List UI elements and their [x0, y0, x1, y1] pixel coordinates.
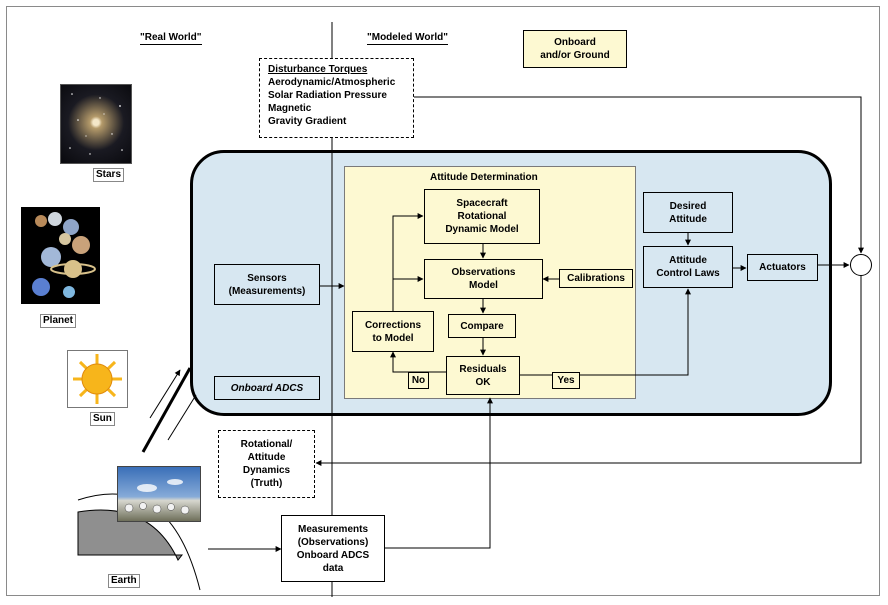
- corrections-line-2: to Model: [372, 332, 414, 344]
- earth-shape: [77, 509, 184, 561]
- actuators-label: Actuators: [759, 262, 806, 273]
- spacecraft-model-line-2: Rotational: [457, 211, 507, 222]
- antenna-hatch: [141, 367, 192, 453]
- planet-caption: Planet: [40, 314, 77, 328]
- onboard-adcs-label: Onboard ADCS: [230, 382, 304, 394]
- measurements-line-1: Measurements: [297, 523, 369, 535]
- stars-caption: Stars: [93, 168, 125, 182]
- edge-corrections-to-model: [392, 213, 424, 311]
- measurements-line-3: Onboard ADCS: [296, 549, 370, 561]
- calibrations-label: Calibrations: [567, 273, 625, 284]
- control-laws-line-1: Attitude: [669, 255, 707, 266]
- actuators-box: Actuators: [747, 254, 818, 281]
- real-world-label: "Real World": [140, 32, 202, 45]
- sensors-line-2: (Measurements): [228, 285, 306, 297]
- spacecraft-model-line-1: Spacecraft: [456, 198, 508, 209]
- rotational-line-4: (Truth): [250, 478, 283, 489]
- measurements-line-4: data: [322, 562, 344, 574]
- sensors-box: Sensors (Measurements): [214, 264, 320, 305]
- edge-residuals-no: [390, 351, 446, 373]
- beam-line-a: [149, 369, 181, 419]
- control-laws-box: Attitude Control Laws: [643, 246, 733, 288]
- residuals-line-1: Residuals: [459, 363, 507, 375]
- onboard-ground-line-2: and/or Ground: [540, 50, 610, 61]
- edge-measurements-to-residuals: [385, 397, 493, 549]
- compare-box: Compare: [448, 314, 516, 338]
- no-label: No: [411, 375, 426, 386]
- desired-attitude-line-1: Desired: [669, 200, 707, 212]
- edge-sum-to-dynamics: [315, 276, 862, 466]
- planets-drawing: [32, 212, 96, 298]
- residuals-line-2: OK: [475, 376, 491, 388]
- disturbance-title: Disturbance Torques: [268, 64, 368, 75]
- edge-residuals-yes: [520, 288, 691, 376]
- desired-attitude-line-2: Attitude: [669, 213, 707, 225]
- onboard-adcs-label-box: Onboard ADCS: [214, 376, 320, 400]
- sun-caption: Sun: [90, 412, 115, 426]
- antenna-dishes: [124, 479, 190, 515]
- calibrations-box: Calibrations: [559, 269, 633, 288]
- earth-caption: Earth: [108, 574, 140, 588]
- spacecraft-model-box: Spacecraft Rotational Dynamic Model: [424, 189, 540, 244]
- residuals-ok-box: Residuals OK: [446, 356, 520, 395]
- disturbance-item-aero: Aerodynamic/Atmospheric: [268, 77, 396, 88]
- attitude-determination-title: Attitude Determination: [430, 172, 538, 183]
- onboard-ground-legend: Onboard and/or Ground: [523, 30, 627, 68]
- disturbance-item-magnetic: Magnetic: [268, 103, 312, 114]
- measurements-box: Measurements (Observations) Onboard ADCS…: [281, 515, 385, 582]
- onboard-ground-line-1: Onboard: [554, 37, 596, 48]
- measurements-line-2: (Observations): [297, 536, 369, 548]
- edge-label-no: No: [408, 372, 429, 389]
- sun-icon: [73, 354, 122, 404]
- diagram-frame: [6, 6, 880, 596]
- stars-image: [60, 84, 132, 164]
- summing-junction: [850, 254, 872, 276]
- rotational-line-1: Rotational/: [240, 439, 293, 450]
- modeled-world-label: "Modeled World": [367, 32, 448, 45]
- beam-line-b: [167, 394, 197, 441]
- rotational-line-3: Dynamics: [242, 465, 291, 476]
- desired-attitude-box: Desired Attitude: [643, 192, 733, 233]
- disturbance-item-gravity: Gravity Gradient: [268, 116, 347, 127]
- observations-model-line-1: Observations: [451, 267, 516, 278]
- disturbance-item-solar: Solar Radiation Pressure: [268, 90, 387, 101]
- disturbance-torques-box: Disturbance Torques Aerodynamic/Atmosphe…: [259, 58, 414, 138]
- edge-label-yes: Yes: [552, 372, 580, 389]
- rotational-dynamics-box: Rotational/ Attitude Dynamics (Truth): [218, 430, 315, 498]
- yes-label: Yes: [557, 375, 575, 386]
- edge-disturbance-to-sum: [414, 96, 864, 254]
- corrections-line-1: Corrections: [364, 319, 422, 331]
- stars-speckle: [69, 93, 123, 155]
- corrections-box: Corrections to Model: [352, 311, 434, 352]
- rotational-line-2: Attitude: [247, 452, 286, 463]
- sensors-line-1: Sensors: [247, 272, 287, 284]
- compare-label: Compare: [460, 320, 504, 332]
- control-laws-line-2: Control Laws: [656, 268, 720, 279]
- spacecraft-model-line-3: Dynamic Model: [445, 224, 519, 235]
- observations-model-box: Observations Model: [424, 259, 543, 299]
- observations-model-line-2: Model: [469, 280, 498, 291]
